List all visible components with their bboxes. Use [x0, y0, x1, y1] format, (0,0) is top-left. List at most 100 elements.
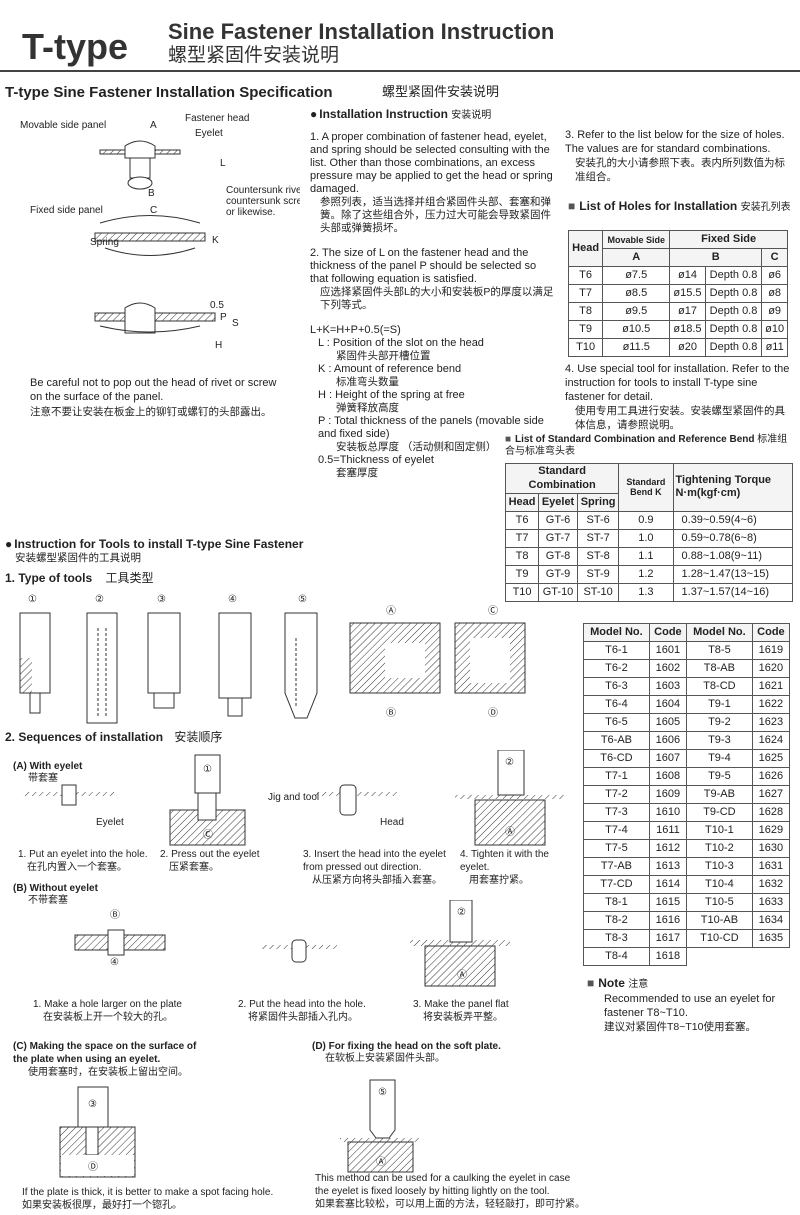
svg-text:②: ②	[457, 907, 466, 918]
install-instructions: Installation Instruction 安装说明 1. A prope…	[310, 107, 555, 480]
svg-text:K: K	[212, 235, 219, 246]
note-text: Recommended to use an eyelet for fastene…	[604, 993, 776, 1033]
spec-title: T-type Sine Fastener Installation Specif…	[5, 84, 333, 101]
svg-text:Jig and tool: Jig and tool	[268, 792, 319, 803]
seq-d-diagram: ⑤ Ⓐ	[340, 1079, 420, 1173]
svg-text:L: L	[220, 158, 226, 169]
label-countersunk: Countersunk rivet or	[226, 185, 300, 196]
seq-b-diagram: Ⓑ ④ ② Ⓐ	[74, 900, 510, 987]
svg-text:0.5: 0.5	[210, 300, 224, 311]
svg-text:S: S	[232, 318, 239, 329]
tool-types-title: 1. Type of tools 工具类型	[5, 571, 154, 585]
svg-text:Ⓓ: Ⓓ	[88, 1161, 98, 1173]
seq-d-title: (D) For fixing the head on the soft plat…	[312, 1041, 501, 1052]
seq-b-title: (B) Without eyelet	[13, 883, 98, 894]
tool-2-label: ②	[95, 594, 104, 605]
tools-title-cn: 安装螺型紧固件的工具说明	[15, 552, 141, 564]
svg-text:①: ①	[203, 764, 212, 775]
svg-text:H: H	[215, 340, 222, 351]
seq-d-note: This method can be used for a caulking t…	[315, 1173, 585, 1210]
svg-text:or likewise.: or likewise.	[226, 207, 275, 218]
jig-d-label: Ⓓ	[488, 707, 498, 719]
tool-4-label: ④	[228, 594, 237, 605]
step-b2: 2. Put the head into the hole.将紧固件头部插入孔内…	[238, 999, 366, 1023]
svg-text:④: ④	[110, 957, 119, 968]
caution-en: Be careful not to pop out the head of ri…	[30, 377, 277, 403]
seq-c-diagram: ③ Ⓓ	[59, 1086, 136, 1178]
label-spring: Spring	[90, 237, 119, 248]
svg-text:⑤: ⑤	[378, 1087, 387, 1098]
spec-title-cn: 螺型紧固件安装说明	[382, 84, 500, 99]
svg-text:C: C	[150, 205, 157, 216]
caution-cn: 注意不要让安装在板金上的铆钉或螺钉的头部露出。	[30, 406, 272, 418]
seq-c-title: (C) Making the space on the surface of t…	[13, 1041, 197, 1065]
jig-b-label: Ⓑ	[386, 707, 396, 719]
svg-text:Ⓒ: Ⓒ	[203, 829, 213, 841]
svg-text:Ⓐ: Ⓐ	[457, 969, 467, 981]
type-title: T-type	[22, 26, 129, 67]
step-a4: 4. Tighten it with the eyelet.用套塞拧紧。	[460, 849, 549, 886]
jig-a-label: Ⓐ	[386, 605, 396, 617]
holes-title: List of Holes for Installation 安装孔列表	[568, 199, 796, 215]
svg-text:Ⓐ: Ⓐ	[505, 826, 515, 838]
tool-types-diagram: ① ② ③ ④ ⑤ ⒶⒷ ⒸⒹ	[19, 594, 526, 724]
definition: P : Total thickness of the panels (movab…	[318, 414, 544, 453]
equation: L+K=H+P+0.5(=S)	[310, 323, 401, 336]
title-cn: 螺型紧固件安装说明	[168, 45, 340, 66]
instruction-4: 4. Use special tool for installation. Re…	[565, 363, 790, 431]
instruction-3: 3. Refer to the list below for the size …	[565, 129, 785, 183]
label-eyelet: Eyelet	[195, 128, 223, 139]
note-title: Note 注意	[587, 976, 648, 992]
label-movable: Movable side panel	[20, 120, 106, 131]
seq-a-title: (A) With eyelet	[13, 761, 83, 772]
tools-title: Instruction for Tools to install T-type …	[5, 537, 303, 553]
svg-text:countersunk screw,: countersunk screw,	[226, 196, 300, 207]
svg-text:A: A	[150, 120, 157, 131]
svg-text:Ⓑ: Ⓑ	[110, 909, 120, 921]
step-a3: 3. Insert the head into the eyelet from …	[303, 849, 446, 886]
sequences-title: 2. Sequences of installation 安装顺序	[5, 730, 223, 744]
fastener-spec-diagram: Movable side panel Fastener head Eyelet …	[20, 113, 300, 351]
jig-c-label: Ⓒ	[488, 605, 498, 617]
svg-text:P: P	[220, 312, 227, 323]
title-en: Sine Fastener Installation Instruction	[168, 19, 555, 44]
tool-5-label: ⑤	[298, 594, 307, 605]
instruction-2: 2. The size of L on the fastener head an…	[310, 246, 537, 285]
label-fixed: Fixed side panel	[30, 205, 103, 216]
tool-3-label: ③	[157, 594, 166, 605]
seq-a-diagram: Eyelet ①Ⓒ Jig and tool Head ②Ⓐ	[22, 750, 565, 846]
